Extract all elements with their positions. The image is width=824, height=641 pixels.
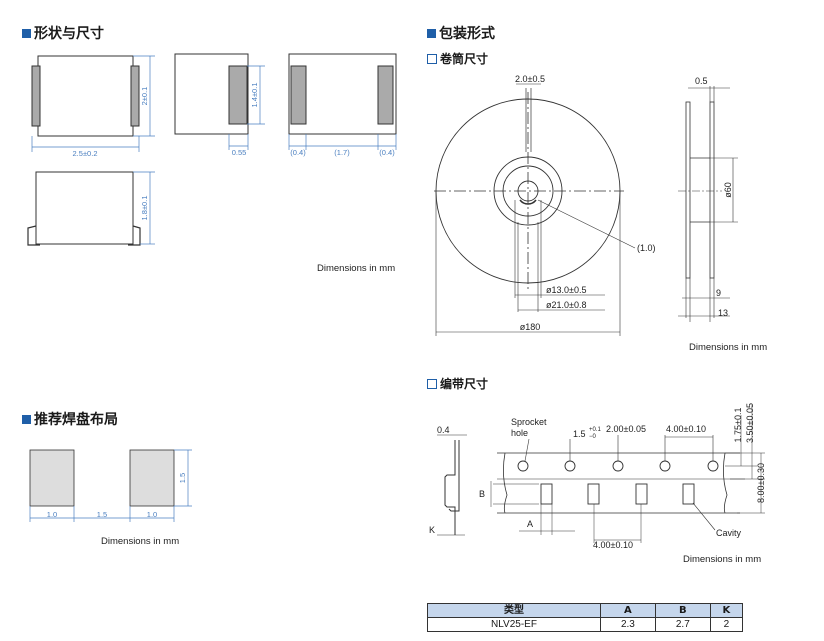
dim-w9-label: 9 <box>716 288 721 298</box>
square-bullet-icon <box>22 414 31 424</box>
cavity-label: Cavity <box>716 528 742 538</box>
hole-label: hole <box>511 428 528 438</box>
spec-table: 类型 A B K NLV25-EF 2.3 2.7 2 <box>427 603 744 632</box>
dim-height-label: 2±0.1 <box>140 87 149 106</box>
subtitle-tape-text: 编带尺寸 <box>440 377 489 391</box>
dim-e-label: 1.75±0.1 <box>733 408 743 443</box>
dim-land-h-label: 1.5 <box>178 473 187 483</box>
shape-drawings: 2±0.1 2.5±0.2 1.4±0.1 0.55 (0.4) (1.7) (… <box>27 53 397 246</box>
dim-b-label: B <box>479 489 485 499</box>
square-bullet-icon <box>22 28 31 38</box>
dims-note-reel: Dimensions in mm <box>689 342 768 353</box>
dim-k-label: K <box>429 525 435 535</box>
dim-p0-label: 4.00±0.10 <box>666 424 706 434</box>
hole-tol-minus: −0 <box>589 434 597 440</box>
dims-note-shape: Dimensions in mm <box>317 263 396 274</box>
table-cell-b: 2.7 <box>654 617 711 632</box>
subtitle-reel: 卷筒尺寸 <box>427 50 488 67</box>
dim-hub-d-label: ø60 <box>723 182 733 198</box>
dim-p2-label: 2.00±0.05 <box>606 424 646 434</box>
table-header-b: B <box>654 603 711 618</box>
section-title-packaging: 包装形式 <box>427 23 495 43</box>
section-title-shape-text: 形状与尺寸 <box>34 26 104 42</box>
dim-side-r-label: (0.4) <box>379 148 395 157</box>
dim-t-label: 0.4 <box>437 425 450 435</box>
section-title-packaging-text: 包装形式 <box>439 26 495 42</box>
dim-d180-label: ø180 <box>520 322 541 332</box>
hollow-square-icon <box>427 53 437 64</box>
table-cell-type: NLV25-EF <box>427 617 601 632</box>
dim-slot-label: 2.0±0.5 <box>515 74 545 84</box>
dim-side-l-label: (0.4) <box>290 148 306 157</box>
table-header-type: 类型 <box>427 603 601 618</box>
table-header-k: K <box>709 603 744 618</box>
top-view-drawing: 2±0.1 2.5±0.2 <box>31 55 155 158</box>
subtitle-tape: 编带尺寸 <box>427 375 488 392</box>
dim-width-label: 2.5±0.2 <box>73 149 98 158</box>
section-title-land: 推荐焊盘布局 <box>22 409 118 429</box>
dim-gap-label: 1.5 <box>97 510 107 519</box>
table-cell-k: 2 <box>709 617 744 632</box>
subtitle-reel-text: 卷筒尺寸 <box>440 52 489 66</box>
dim-f-label: 3.50±0.05 <box>745 403 755 443</box>
tape-drawing: 0.4 K Sprocket hole 1.5 +0.1 −0 2.00±0.0… <box>429 403 766 550</box>
section-title-shape: 形状与尺寸 <box>22 23 104 43</box>
dim-a-label: A <box>527 519 533 529</box>
table-cell-a: 2.3 <box>599 617 656 632</box>
reel-side-view: ø60 0.5 9 13 <box>678 76 738 322</box>
dim-pad-label: 1.0 <box>47 510 57 519</box>
dim-w-label: 8.00±0.30 <box>756 463 766 503</box>
section-title-land-text: 推荐焊盘布局 <box>34 412 118 428</box>
square-bullet-icon <box>427 28 436 38</box>
dim-flange-label: 0.5 <box>695 76 708 86</box>
dims-note-land: Dimensions in mm <box>101 536 180 547</box>
sprocket-label: Sprocket <box>511 417 547 427</box>
dim-pad2-label: 1.0 <box>147 510 157 519</box>
dim-term-w-label: 0.55 <box>232 148 247 157</box>
dim-side-m-label: (1.7) <box>334 148 350 157</box>
reel-drawing: 2.0±0.5 (1.0) ø13.0±0.5 ø21.0±0.8 ø180 ø… <box>434 74 738 336</box>
hollow-square-icon <box>427 378 437 389</box>
dim-w13-label: 13 <box>718 308 728 318</box>
dim-hole-d-label: 1.5 <box>573 429 586 439</box>
dim-r1-label: (1.0) <box>637 243 656 253</box>
land-pattern-drawing: 1.0 1.5 1.0 1.5 <box>29 449 192 522</box>
dim-d21-label: ø21.0±0.8 <box>546 300 586 310</box>
dims-note-tape: Dimensions in mm <box>683 554 762 565</box>
hole-tol-plus: +0.1 <box>589 427 602 433</box>
table-header-row: 类型 A B K <box>427 603 744 618</box>
side-view-drawing: (0.4) (1.7) (0.4) <box>288 53 397 157</box>
front-view-drawing: 1.8±0.1 <box>27 171 155 246</box>
bottom-view-drawing: 1.4±0.1 0.55 <box>174 53 265 157</box>
dim-thick-label: 1.8±0.1 <box>140 196 149 221</box>
dim-term-h-label: 1.4±0.1 <box>250 83 259 108</box>
dim-d13-label: ø13.0±0.5 <box>546 285 586 295</box>
dim-p1-label: 4.00±0.10 <box>593 540 633 550</box>
table-header-a: A <box>599 603 656 618</box>
table-row: NLV25-EF 2.3 2.7 2 <box>427 617 744 632</box>
